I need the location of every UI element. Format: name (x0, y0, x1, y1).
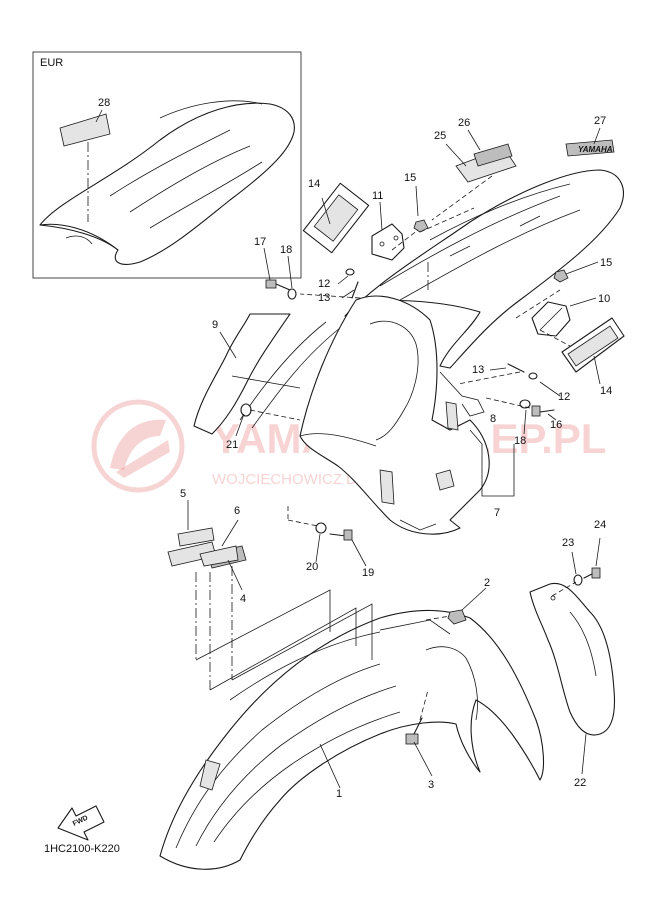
callout-15b: 15 (600, 257, 612, 269)
callout-6: 6 (234, 505, 240, 517)
bolt-3 (405, 717, 423, 745)
bracket-10 (531, 301, 571, 337)
bolt-16 (531, 405, 555, 417)
license-light-14-left (302, 182, 370, 254)
callout-23: 23 (562, 537, 574, 549)
callout-24: 24 (594, 519, 606, 531)
callout-12a: 12 (318, 278, 330, 290)
washer-18b (519, 399, 531, 409)
screw-24 (583, 567, 601, 579)
callout-21: 21 (226, 439, 238, 451)
nut-15b (553, 269, 569, 283)
front-fender (159, 609, 545, 870)
diagram-code: 1HC2100-K220 (44, 843, 120, 855)
washer-12a (345, 268, 355, 276)
rear-inner-fender (299, 295, 490, 535)
decal-5 (177, 527, 215, 547)
rear-fender-eur (39, 100, 295, 265)
callout-26: 26 (458, 117, 470, 129)
callout-16: 16 (550, 419, 562, 431)
callout-2: 2 (484, 577, 490, 589)
leader-lines (195, 175, 577, 721)
decal-26 (473, 143, 513, 167)
callout-28: 28 (98, 97, 110, 109)
callout-5: 5 (180, 488, 186, 500)
eur-inset: EUR 28 (32, 51, 302, 279)
callout-numbers: 1 2 3 4 5 6 7 8 9 10 11 12 12 13 13 14 1… (180, 115, 612, 800)
bracket-11 (371, 223, 405, 261)
washer-18 (287, 288, 297, 300)
callout-1: 1 (336, 788, 342, 800)
callout-18b: 18 (514, 435, 526, 447)
callout-17: 17 (254, 236, 266, 248)
callout-15a: 15 (404, 172, 416, 184)
reflector-14-right (561, 317, 625, 373)
callout-7: 7 (494, 507, 500, 519)
rear-fender: YAMAHA (344, 139, 624, 369)
screw-13b (507, 363, 525, 373)
bolt-17 (265, 279, 291, 291)
callout-20: 20 (306, 561, 318, 573)
callout-25: 25 (434, 130, 446, 142)
washer-23 (573, 574, 583, 586)
front-decals (167, 527, 247, 569)
callout-14b: 14 (600, 385, 612, 397)
bolt-19 (329, 529, 353, 541)
callout-18a: 18 (280, 244, 292, 256)
fwd-arrow-icon: FWD (57, 805, 105, 841)
screw-13a (351, 281, 359, 299)
callout-3: 3 (428, 779, 434, 791)
inset-label: EUR (40, 57, 63, 69)
nut-2 (447, 609, 467, 625)
hardware (240, 219, 601, 745)
decal-28 (59, 113, 111, 147)
yamaha-decal-27 (565, 139, 615, 157)
callout-13b: 13 (472, 364, 484, 376)
callout-4: 4 (240, 593, 246, 605)
washer-12b (528, 372, 538, 380)
callout-14a: 14 (308, 178, 320, 190)
callout-27: 27 (594, 115, 606, 127)
yamaha-decal-text: YAMAHA (578, 145, 613, 154)
callout-19: 19 (362, 567, 374, 579)
callout-9: 9 (212, 319, 218, 331)
callout-8: 8 (490, 413, 496, 425)
washer-20 (315, 522, 327, 534)
callout-10: 10 (598, 293, 610, 305)
nut-15a (413, 219, 429, 233)
callout-leaders (187, 127, 601, 789)
grommet-21 (240, 403, 252, 417)
callout-12b: 12 (558, 391, 570, 403)
fork-guard-22 (529, 582, 616, 736)
callout-13a: 13 (318, 292, 330, 304)
callout-22: 22 (574, 777, 586, 789)
callout-11: 11 (372, 190, 383, 202)
watermark-logo-icon (91, 399, 185, 493)
